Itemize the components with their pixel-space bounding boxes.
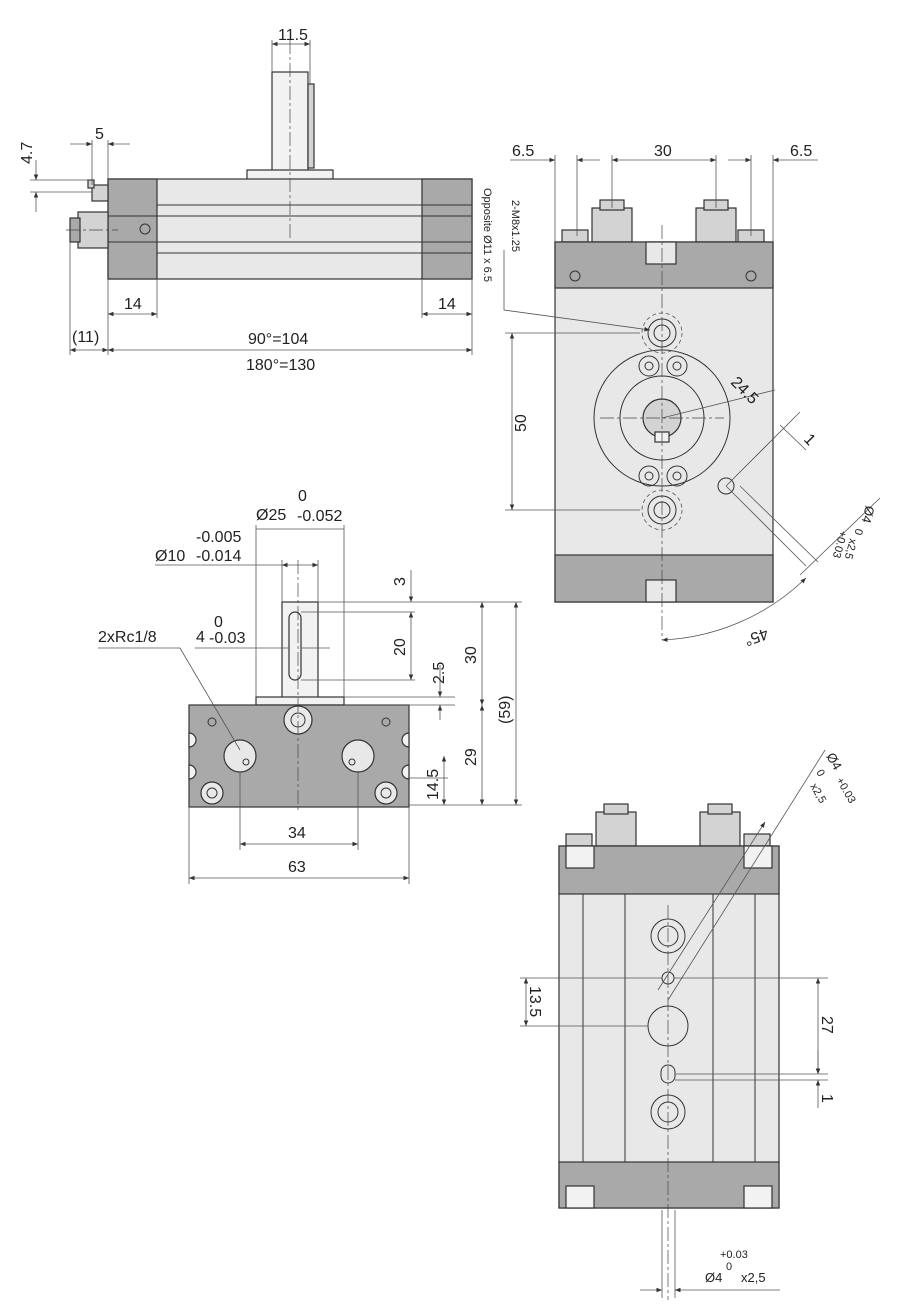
dim-length-90: 90°=104 bbox=[248, 331, 308, 348]
dim-63: 63 bbox=[288, 859, 306, 876]
note-port: 2xRc1/8 bbox=[98, 629, 157, 646]
dim-end-left: 14 bbox=[124, 296, 142, 313]
dim-key-lower: -0.03 bbox=[209, 630, 246, 647]
dim-key-width: 4 bbox=[196, 629, 205, 646]
dim-center-span: 30 bbox=[654, 143, 672, 160]
dim-3: 3 bbox=[392, 577, 409, 586]
dim-1: 1 bbox=[818, 1094, 835, 1103]
dim-d25-upper: 0 bbox=[298, 488, 307, 505]
dim-29: 29 bbox=[463, 748, 480, 766]
dim-34: 34 bbox=[288, 825, 306, 842]
right-view: 6.5 30 6.5 2-M8x1.25 Opposite Ø11 x 6.5 … bbox=[481, 143, 881, 648]
dim-bottom-tol-zero: 0 bbox=[726, 1261, 732, 1273]
dim-bottom-tol-plus: +0.03 bbox=[720, 1249, 748, 1261]
dim-right-margin: 6.5 bbox=[790, 143, 812, 160]
dim-d25-lower: -0.052 bbox=[297, 508, 342, 525]
dim-pin-tol-zero: 0 bbox=[852, 527, 865, 536]
dim-height-50: 50 bbox=[513, 414, 530, 432]
front-view: Ø25 0 -0.052 Ø10 -0.005 -0.014 4 0 -0.03… bbox=[98, 488, 522, 884]
dim-27: 27 bbox=[818, 1016, 835, 1034]
dim-d10-upper: -0.005 bbox=[196, 529, 241, 546]
dim-bottom-depth: x2,5 bbox=[741, 1270, 766, 1285]
note-thread: 2-M8x1.25 bbox=[509, 200, 521, 252]
dim-20: 20 bbox=[392, 638, 409, 656]
dim-d10: Ø10 bbox=[155, 548, 185, 565]
dim-left-margin: 6.5 bbox=[512, 143, 534, 160]
dim-2-5: 2.5 bbox=[431, 662, 448, 684]
dim-pin-hole: Ø4 bbox=[859, 504, 878, 525]
dim-pin-tol-plus-bottom: +0.03 bbox=[833, 776, 857, 806]
dim-key-upper: 0 bbox=[214, 614, 223, 631]
dim-length-180: 180°=130 bbox=[246, 357, 315, 374]
dim-pin-depth-bottom: x2,5 bbox=[807, 782, 828, 806]
dim-14-5: 14.5 bbox=[425, 769, 442, 800]
dim-d10-lower: -0.014 bbox=[196, 548, 241, 565]
dim-pin-depth: x2,5 bbox=[842, 537, 859, 560]
dim-port-length: (11) bbox=[72, 329, 99, 346]
dim-pin-tol-zero-bottom: 0 bbox=[813, 768, 826, 779]
top-view: 11.5 5 4.7 14 14 (11) 90°=104 180°=130 bbox=[19, 27, 473, 374]
bottom-view: Ø4 0 x2,5 +0.03 13.5 27 1 Ø4 +0.03 0 x2,… bbox=[520, 749, 858, 1300]
dim-angle: 45° bbox=[742, 624, 771, 648]
dim-d25: Ø25 bbox=[256, 507, 286, 524]
dim-30: 30 bbox=[463, 646, 480, 664]
dim-bottom-pin-hole: Ø4 bbox=[705, 1270, 722, 1285]
dim-gap: 1 bbox=[800, 431, 818, 449]
dim-nut-width: 5 bbox=[95, 126, 104, 143]
note-counterbore: Opposite Ø11 x 6.5 bbox=[481, 188, 493, 282]
dim-shaft-width: 11.5 bbox=[278, 27, 308, 44]
dim-nut-offset: 4.7 bbox=[19, 142, 36, 164]
dim-end-right: 14 bbox=[438, 296, 456, 313]
dim-13-5: 13.5 bbox=[526, 986, 543, 1017]
dim-pin-hole-bottom: Ø4 bbox=[823, 750, 845, 773]
dim-59: (59) bbox=[497, 696, 514, 724]
